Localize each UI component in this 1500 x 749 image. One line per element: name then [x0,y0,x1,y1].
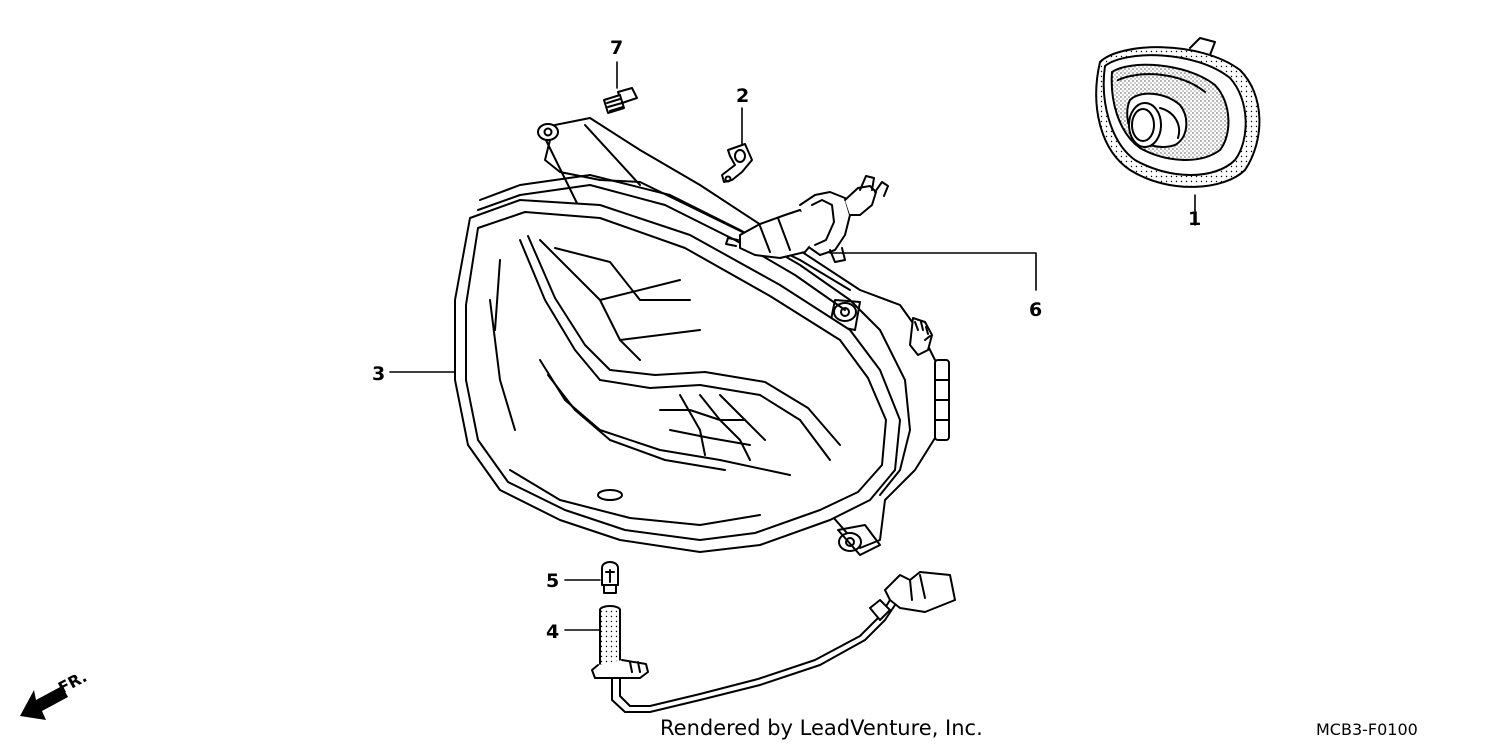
callout-3: 3 [372,363,385,385]
callout-1: 1 [1188,208,1201,230]
callout-5: 5 [546,570,559,592]
wire-clip-drawing[interactable] [721,143,753,183]
position-light-bulb-drawing[interactable] [601,561,619,594]
callout-4: 4 [546,621,559,643]
diagram-code: MCB3-F0100 [1316,720,1418,739]
position-light-socket-drawing[interactable] [591,571,956,713]
callout-2: 2 [736,85,749,107]
socket-cover-drawing[interactable] [1095,37,1261,188]
screw-drawing[interactable] [603,87,638,114]
leader-lines [389,61,1196,631]
callout-7: 7 [610,37,623,59]
headlight-unit-drawing[interactable] [454,117,950,556]
callout-6: 6 [1029,299,1042,321]
headlight-bulb-drawing[interactable] [725,175,889,263]
render-credit: Rendered by LeadVenture, Inc. [660,716,983,740]
front-arrow-icon: FR. [20,667,90,720]
